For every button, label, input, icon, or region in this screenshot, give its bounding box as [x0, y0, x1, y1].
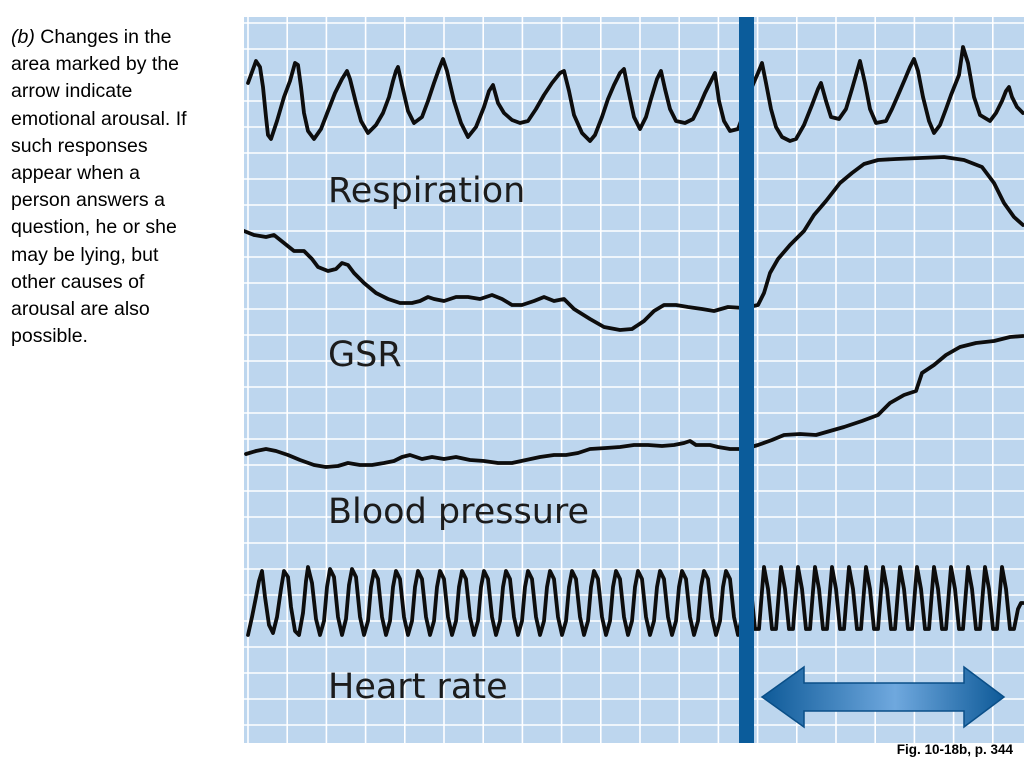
chart-background — [244, 17, 1024, 743]
blood-pressure-label: Blood pressure — [328, 492, 589, 532]
heart-rate-trace — [246, 565, 1024, 637]
caption-label: (b) — [11, 26, 35, 48]
double-headed-arrow-icon — [760, 665, 1006, 729]
arousal-marker-bar — [739, 17, 754, 743]
respiration-label: Respiration — [328, 171, 525, 211]
gsr-label: GSR — [328, 335, 402, 375]
respiration-trace — [246, 45, 1024, 143]
figure-caption: (b) Changes in the area marked by the ar… — [11, 24, 189, 350]
gsr-trace — [244, 155, 1024, 332]
figure-credit: Fig. 10-18b, p. 344 — [896, 742, 1013, 757]
caption-text: Changes in the area marked by the arrow … — [11, 26, 187, 348]
blood-pressure-trace — [244, 334, 1024, 469]
heart-rate-label: Heart rate — [328, 667, 508, 707]
polygraph-chart: Respiration GSR Blood pressure Heart rat… — [244, 17, 1024, 743]
polygraph-figure: Respiration GSR Blood pressure Heart rat… — [244, 17, 1024, 743]
